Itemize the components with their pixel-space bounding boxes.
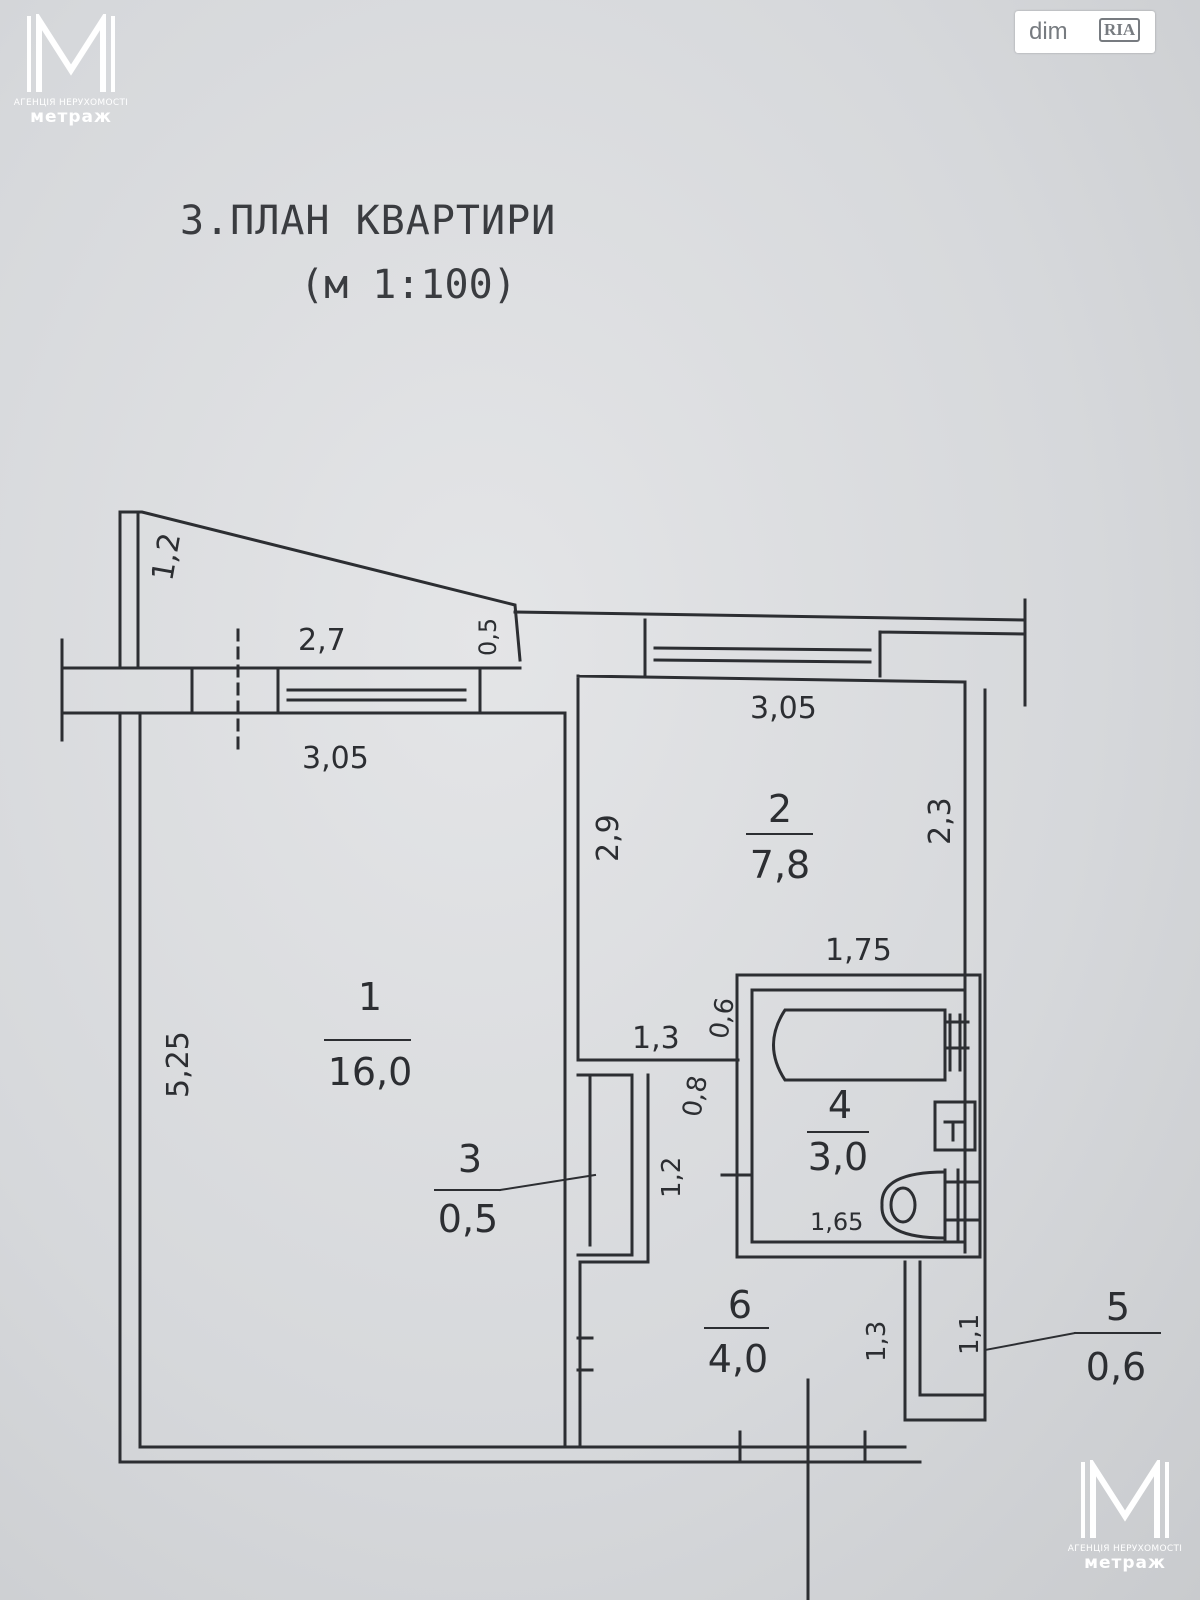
closet-walls (576, 1058, 740, 1264)
dim-closet-width: 1,3 (632, 1021, 680, 1056)
room-3-number: 3 (458, 1137, 482, 1181)
agency-name: метраж (30, 107, 112, 127)
room-5-area: 0,6 (1086, 1345, 1146, 1389)
dim-bath-depth: 1,65 (810, 1208, 863, 1236)
room-1-area: 16,0 (328, 1050, 413, 1094)
dim-balcony-end: 0,5 (474, 618, 502, 656)
agency-logo-icon (1081, 1460, 1169, 1538)
bathtub (772, 1008, 947, 1082)
dim-balcony-side: 1,2 (145, 530, 188, 583)
bathtub-tap (943, 1013, 970, 1072)
room-4-area: 3,0 (808, 1135, 868, 1179)
agency-tagline: АГЕНЦІЯ НЕРУХОМОСТІ (1067, 1544, 1183, 1554)
dim-hall-depth: 1,3 (862, 1321, 892, 1362)
dim-balcony-length: 2,7 (298, 623, 346, 658)
plan-scale: (м 1:100) (300, 262, 517, 308)
room-5-number: 5 (1106, 1285, 1130, 1329)
dim-closet-depth: 1,2 (657, 1157, 687, 1198)
toilet-seat (889, 1186, 917, 1224)
agency-watermark-bottom: АГЕНЦІЯ НЕРУХОМОСТІ метраж (1060, 1460, 1190, 1573)
dim-room2-left: 2,9 (591, 814, 626, 862)
plan-title: З.ПЛАН КВАРТИРИ (180, 198, 557, 244)
agency-name: метраж (1084, 1553, 1166, 1573)
agency-watermark-top: АГЕНЦІЯ НЕРУХОМОСТІ метраж (6, 14, 136, 127)
agency-logo-icon (27, 14, 115, 92)
room-6-area: 4,0 (708, 1337, 768, 1381)
room-4-number: 4 (828, 1083, 852, 1127)
exterior-wall-left (118, 711, 142, 1464)
room-3-area: 0,5 (438, 1197, 498, 1241)
room-label-lines (324, 833, 1161, 1352)
dim-room2-right: 2,3 (923, 797, 958, 845)
room-2-number: 2 (768, 787, 792, 831)
partition-room1 (563, 723, 582, 1449)
dimria-dim-text: dim (1029, 18, 1068, 45)
dim-bath-width: 1,75 (825, 933, 892, 968)
dimria-badge[interactable]: dim RIA (1015, 11, 1155, 53)
balcony-wall (118, 510, 140, 670)
window-left (190, 666, 482, 715)
dim-room2-width: 3,05 (750, 691, 817, 726)
exterior-wall-top-right (513, 598, 1027, 1062)
room-2-area: 7,8 (750, 843, 810, 887)
balcony-outline (118, 510, 522, 662)
exterior-wall-bottom (118, 1445, 922, 1464)
dim-room1-length: 5,25 (161, 1031, 196, 1098)
dim-bath-height: 0,6 (704, 995, 741, 1041)
storage-walls (903, 1260, 987, 1422)
agency-tagline: АГЕНЦІЯ НЕРУХОМОСТІ (13, 98, 129, 108)
toilet (943, 1168, 982, 1242)
room-6-number: 6 (728, 1283, 752, 1327)
bathroom-walls (735, 973, 982, 1259)
toilet-bowl (880, 1170, 947, 1240)
exterior-wall-right (963, 680, 987, 1422)
dim-corridor-width: 0,8 (677, 1073, 714, 1119)
dim-room1-width: 3,05 (302, 741, 369, 776)
dim-storage-depth: 1,1 (955, 1314, 985, 1355)
sink (933, 1100, 977, 1152)
dimria-ria-text: RIA (1099, 18, 1141, 42)
door-ticks (576, 1173, 867, 1464)
exterior-wall-top (60, 638, 567, 742)
room-1-number: 1 (358, 975, 382, 1019)
